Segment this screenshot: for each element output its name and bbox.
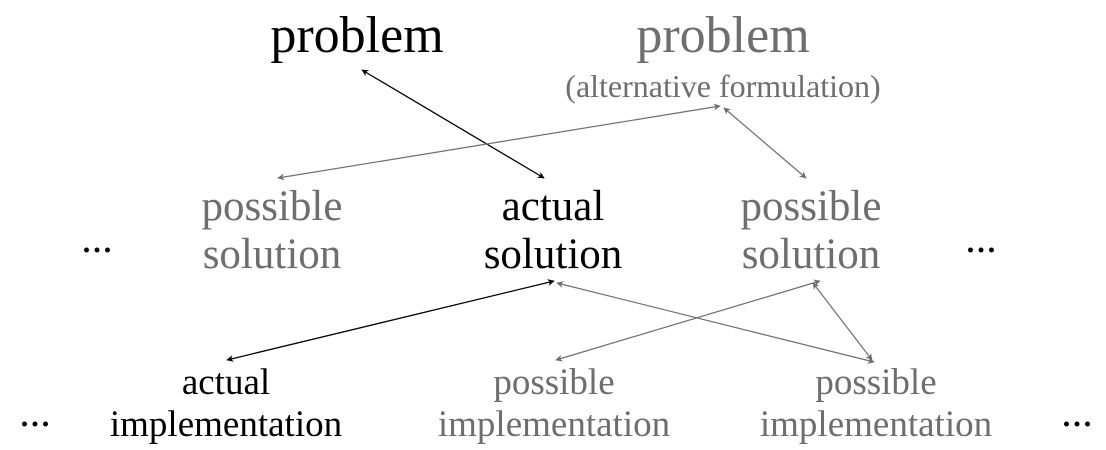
ellipsis-implementation-left: ... <box>19 390 51 436</box>
possible-implementation-right-line2: implementation <box>760 404 992 445</box>
actual-solution-line1: actual <box>502 183 605 230</box>
node-possible-solution-right: possible solution <box>741 183 882 278</box>
edge-problem-alt-possible-solution-right <box>723 107 807 179</box>
node-actual-implementation: actual implementation <box>110 362 342 445</box>
problem-alt-label: problem <box>636 7 809 64</box>
node-possible-implementation-mid: possible implementation <box>438 362 670 445</box>
edge-possible-solution-right-possible-implementation-mid <box>555 279 821 362</box>
actual-implementation-line2: implementation <box>110 404 342 445</box>
edges <box>226 69 875 364</box>
node-problem: problem <box>270 7 443 64</box>
possible-solution-right-line1: possible <box>741 183 882 230</box>
possible-solution-right-line2: solution <box>742 231 881 278</box>
node-problem-alternative: problem (alternative formulation) <box>565 7 880 104</box>
ellipsis-implementation-right: ... <box>1061 390 1093 436</box>
node-possible-implementation-right: possible implementation <box>760 362 992 445</box>
possible-implementation-mid-line2: implementation <box>438 404 670 445</box>
ellipsis-solution-left: ... <box>81 216 113 262</box>
possible-implementation-mid-line1: possible <box>493 362 614 403</box>
actual-solution-line2: solution <box>484 231 623 278</box>
node-possible-solution-left: possible solution <box>202 183 343 278</box>
edge-problem-actual-solution <box>361 69 545 179</box>
ellipsis-solution-right: ... <box>965 216 997 262</box>
edge-problem-alt-possible-solution-left <box>277 103 721 181</box>
edge-actual-solution-possible-implementation-right <box>556 281 875 364</box>
edge-possible-solution-right-possible-implementation-right <box>812 282 873 361</box>
node-actual-solution: actual solution <box>484 183 623 278</box>
possible-solution-left-line2: solution <box>203 231 342 278</box>
possible-solution-left-line1: possible <box>202 183 343 230</box>
edge-actual-solution-actual-implementation <box>226 279 555 362</box>
actual-implementation-line1: actual <box>182 362 270 403</box>
problem-label: problem <box>270 7 443 64</box>
problem-alt-sublabel: (alternative formulation) <box>565 68 880 104</box>
possible-implementation-right-line1: possible <box>815 362 936 403</box>
